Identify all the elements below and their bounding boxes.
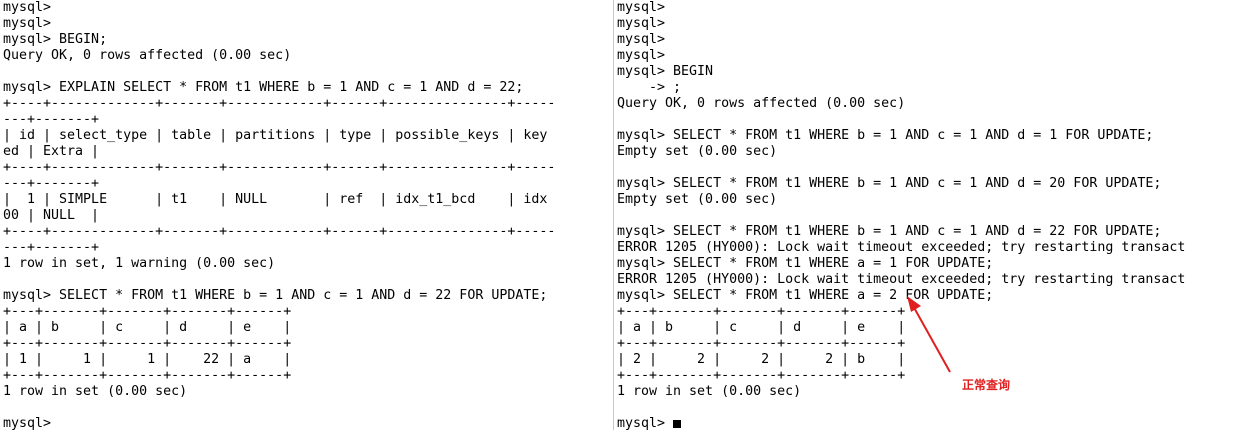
terminal-line: mysql> xyxy=(617,16,666,31)
terminal-line: +---+-------+-------+-------+------+ xyxy=(617,368,906,383)
terminal-line: 1 row in set, 1 warning (0.00 sec) xyxy=(3,256,276,271)
terminal-line xyxy=(617,400,1246,416)
terminal-line: ERROR 1205 (HY000): Lock wait timeout ex… xyxy=(617,272,1186,287)
left-terminal-window[interactable]: mysql>mysql>mysql> BEGIN;Query OK, 0 row… xyxy=(0,0,612,430)
right-terminal-window[interactable]: mysql>mysql>mysql>mysql>mysql> BEGIN -> … xyxy=(613,0,1246,430)
terminal-line: -> ; xyxy=(617,80,682,95)
terminal-line: mysql> xyxy=(3,0,52,15)
terminal-line: mysql> SELECT * FROM t1 WHERE b = 1 AND … xyxy=(3,288,548,303)
terminal-line: mysql> xyxy=(617,32,666,47)
terminal-line: +---+-------+-------+-------+------+ xyxy=(3,304,292,319)
terminal-line: | a | b | c | d | e | xyxy=(3,320,292,335)
terminal-line: 1 row in set (0.00 sec) xyxy=(617,384,802,399)
terminal-line: ---+-------+ xyxy=(3,112,100,127)
text-cursor xyxy=(673,420,682,428)
terminal-line: +----+-------------+-------+------------… xyxy=(3,96,556,111)
terminal-line: +---+-------+-------+-------+------+ xyxy=(617,336,906,351)
terminal-line: ERROR 1205 (HY000): Lock wait timeout ex… xyxy=(617,240,1186,255)
terminal-line: Query OK, 0 rows affected (0.00 sec) xyxy=(3,48,292,63)
terminal-line: | 2 | 2 | 2 | 2 | b | xyxy=(617,352,906,367)
terminal-line: mysql> EXPLAIN SELECT * FROM t1 WHERE b … xyxy=(3,80,524,95)
terminal-line: mysql> SELECT * FROM t1 WHERE a = 1 FOR … xyxy=(617,256,994,271)
terminal-line: | 1 | SIMPLE | t1 | NULL | ref | idx_t1_… xyxy=(3,192,548,207)
terminal-line: 00 | NULL | xyxy=(3,208,100,223)
terminal-line: mysql> xyxy=(3,416,52,430)
prompt-text: mysql> xyxy=(617,416,674,430)
terminal-line: +---+-------+-------+-------+------+ xyxy=(3,336,292,351)
terminal-line xyxy=(3,400,612,416)
terminal-line: mysql> xyxy=(617,0,666,15)
annotation-label: 正常查询 xyxy=(962,378,1011,392)
terminal-line: mysql> SELECT * FROM t1 WHERE b = 1 AND … xyxy=(617,128,1154,143)
terminal-line: +----+-------------+-------+------------… xyxy=(3,224,556,239)
right-terminal-output: mysql>mysql>mysql>mysql>mysql> BEGIN -> … xyxy=(614,0,1246,416)
terminal-line: mysql> SELECT * FROM t1 WHERE b = 1 AND … xyxy=(617,224,1162,239)
terminal-line: Query OK, 0 rows affected (0.00 sec) xyxy=(617,96,906,111)
terminal-line: mysql> xyxy=(3,16,52,31)
terminal-line: | id | select_type | table | partitions … xyxy=(3,128,548,143)
terminal-line: Empty set (0.00 sec) xyxy=(617,192,778,207)
terminal-line: ---+-------+ xyxy=(3,240,100,255)
terminal-line: +----+-------------+-------+------------… xyxy=(3,160,556,175)
terminal-line: ed | Extra | xyxy=(3,144,100,159)
terminal-line: +---+-------+-------+-------+------+ xyxy=(3,368,292,383)
terminal-line: mysql> BEGIN xyxy=(617,64,714,79)
terminal-line: +---+-------+-------+-------+------+ xyxy=(617,304,906,319)
terminal-line xyxy=(3,64,612,80)
terminal-line xyxy=(617,112,1246,128)
terminal-line xyxy=(617,208,1246,224)
terminal-line: Empty set (0.00 sec) xyxy=(617,144,778,159)
terminal-line: | 1 | 1 | 1 | 22 | a | xyxy=(3,352,292,367)
terminal-line: mysql> SELECT * FROM t1 WHERE b = 1 AND … xyxy=(617,176,1162,191)
terminal-line: | a | b | c | d | e | xyxy=(617,320,906,335)
active-prompt-line[interactable]: mysql> xyxy=(614,416,1246,430)
terminal-line: ---+-------+ xyxy=(3,176,100,191)
terminal-line: mysql> SELECT * FROM t1 WHERE a = 2 FOR … xyxy=(617,288,994,303)
terminal-line: 1 row in set (0.00 sec) xyxy=(3,384,188,399)
terminal-line: mysql> xyxy=(617,48,666,63)
terminal-line xyxy=(617,160,1246,176)
terminal-line: mysql> BEGIN; xyxy=(3,32,108,47)
left-terminal-output: mysql>mysql>mysql> BEGIN;Query OK, 0 row… xyxy=(0,0,612,430)
terminal-line xyxy=(3,272,612,288)
